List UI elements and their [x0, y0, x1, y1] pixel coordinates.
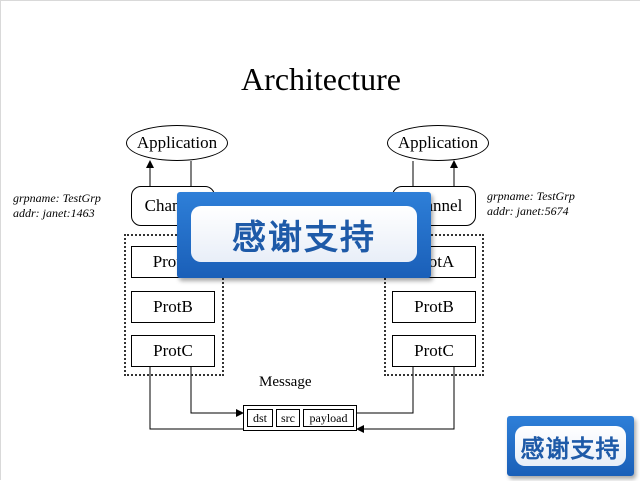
- slide-title: Architecture: [241, 61, 401, 97]
- right-grpname: grpname: TestGrp: [487, 189, 575, 203]
- left-info-label: grpname: TestGrp addr: janet:1463: [13, 191, 101, 221]
- message-label: Message: [259, 374, 312, 390]
- message-field-dst: dst: [247, 409, 273, 427]
- left-protb-node: ProtB: [131, 291, 215, 323]
- message-field-src: src: [276, 409, 300, 427]
- right-protocol-stack-outline: [384, 234, 484, 376]
- left-grpname: grpname: TestGrp: [13, 191, 101, 205]
- right-protc-node: ProtC: [392, 335, 476, 367]
- right-application-node: Application: [387, 125, 489, 161]
- right-info-label: grpname: TestGrp addr: janet:5674: [487, 189, 575, 219]
- left-protc-node: ProtC: [131, 335, 215, 367]
- overlay-banner-text: 感谢支持: [191, 206, 417, 262]
- message-field-payload: payload: [303, 409, 354, 427]
- corner-banner[interactable]: 感谢支持: [507, 416, 634, 476]
- left-protocol-stack-outline: [124, 234, 224, 376]
- right-protb-node: ProtB: [392, 291, 476, 323]
- left-addr: addr: janet:1463: [13, 206, 95, 220]
- corner-banner-text: 感谢支持: [515, 426, 626, 466]
- overlay-banner[interactable]: 感谢支持: [177, 192, 431, 278]
- message-packet: dst src payload: [243, 405, 357, 431]
- left-application-node: Application: [126, 125, 228, 161]
- right-addr: addr: janet:5674: [487, 204, 569, 218]
